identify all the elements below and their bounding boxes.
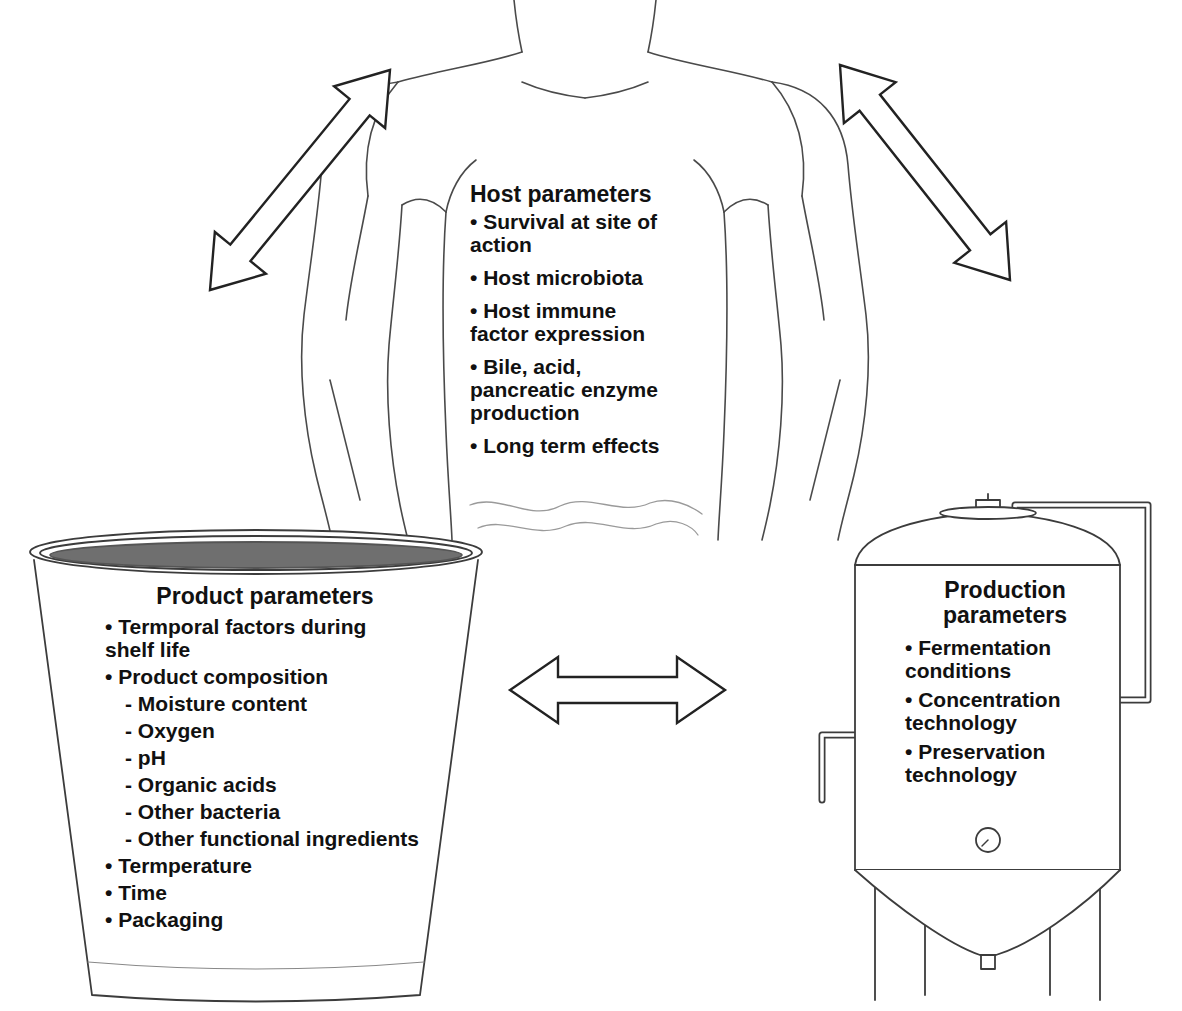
intestine-sketch xyxy=(470,501,702,515)
parameter-item: • Termporal factors during shelf life xyxy=(105,615,390,661)
parameter-item: • Bile, acid, pancreatic enzyme producti… xyxy=(470,355,670,424)
cup-band xyxy=(88,962,424,969)
tank-pipe xyxy=(822,735,855,800)
tank-pipe xyxy=(822,735,855,800)
parameter-item: • Concentration technology xyxy=(905,688,1105,734)
tank-outlet xyxy=(981,955,995,969)
intestine-sketch xyxy=(478,522,698,536)
parameter-item: - Organic acids xyxy=(105,773,425,796)
tank-cone xyxy=(855,870,1120,955)
parameter-item: • Survival at site of action xyxy=(470,210,670,256)
double-block-arrow xyxy=(840,65,1010,280)
parameter-group: Production parameters • Fermentation cond… xyxy=(725,280,1160,1000)
parameter-item: • Product composition xyxy=(105,665,425,688)
parameter-item: - Oxygen xyxy=(105,719,425,742)
parameter-item: • Host immune factor expression xyxy=(470,299,670,345)
gauge-needle xyxy=(982,840,988,846)
tank-dome xyxy=(855,513,1120,565)
parameter-item: • Packaging xyxy=(105,908,425,931)
cup-rim-inner xyxy=(40,536,472,570)
text-column: Product parameters • Termporal factors du… xyxy=(105,584,425,931)
group-heading: Production parameters xyxy=(905,578,1105,628)
parameter-item: - pH xyxy=(105,746,425,769)
group-heading: Host parameters xyxy=(470,182,670,207)
tank-lid xyxy=(940,507,1036,519)
parameter-item: • Termperature xyxy=(105,854,425,877)
parameter-group: Host parameters • Survival at site of act… xyxy=(390,50,840,540)
text-column: Production parameters • Fermentation cond… xyxy=(905,578,1105,786)
cup-rim xyxy=(30,530,482,574)
text-column: Host parameters • Survival at site of act… xyxy=(470,182,670,457)
parameter-item: • Host microbiota xyxy=(470,266,670,289)
parameter-group: Product parameters • Termporal factors du… xyxy=(30,290,510,1000)
cup-body xyxy=(34,560,478,1002)
parameter-item: - Other bacteria xyxy=(105,800,425,823)
parameter-item: • Fermentation conditions xyxy=(905,636,1105,682)
cup-contents xyxy=(50,542,462,568)
tank-lid-knob xyxy=(976,494,1000,507)
double-block-arrow xyxy=(210,70,390,290)
double-block-arrow xyxy=(510,657,725,723)
parameter-item: • Preservation technology xyxy=(905,740,1105,786)
parameter-item: - Moisture content xyxy=(105,692,425,715)
parameter-item: • Time xyxy=(105,881,425,904)
group-heading: Product parameters xyxy=(105,584,425,609)
parameter-item: - Other functional ingredients xyxy=(105,827,425,850)
tank-gauge xyxy=(976,828,1000,852)
tank-body xyxy=(855,565,1120,870)
parameter-item: • Long term effects xyxy=(470,434,670,457)
